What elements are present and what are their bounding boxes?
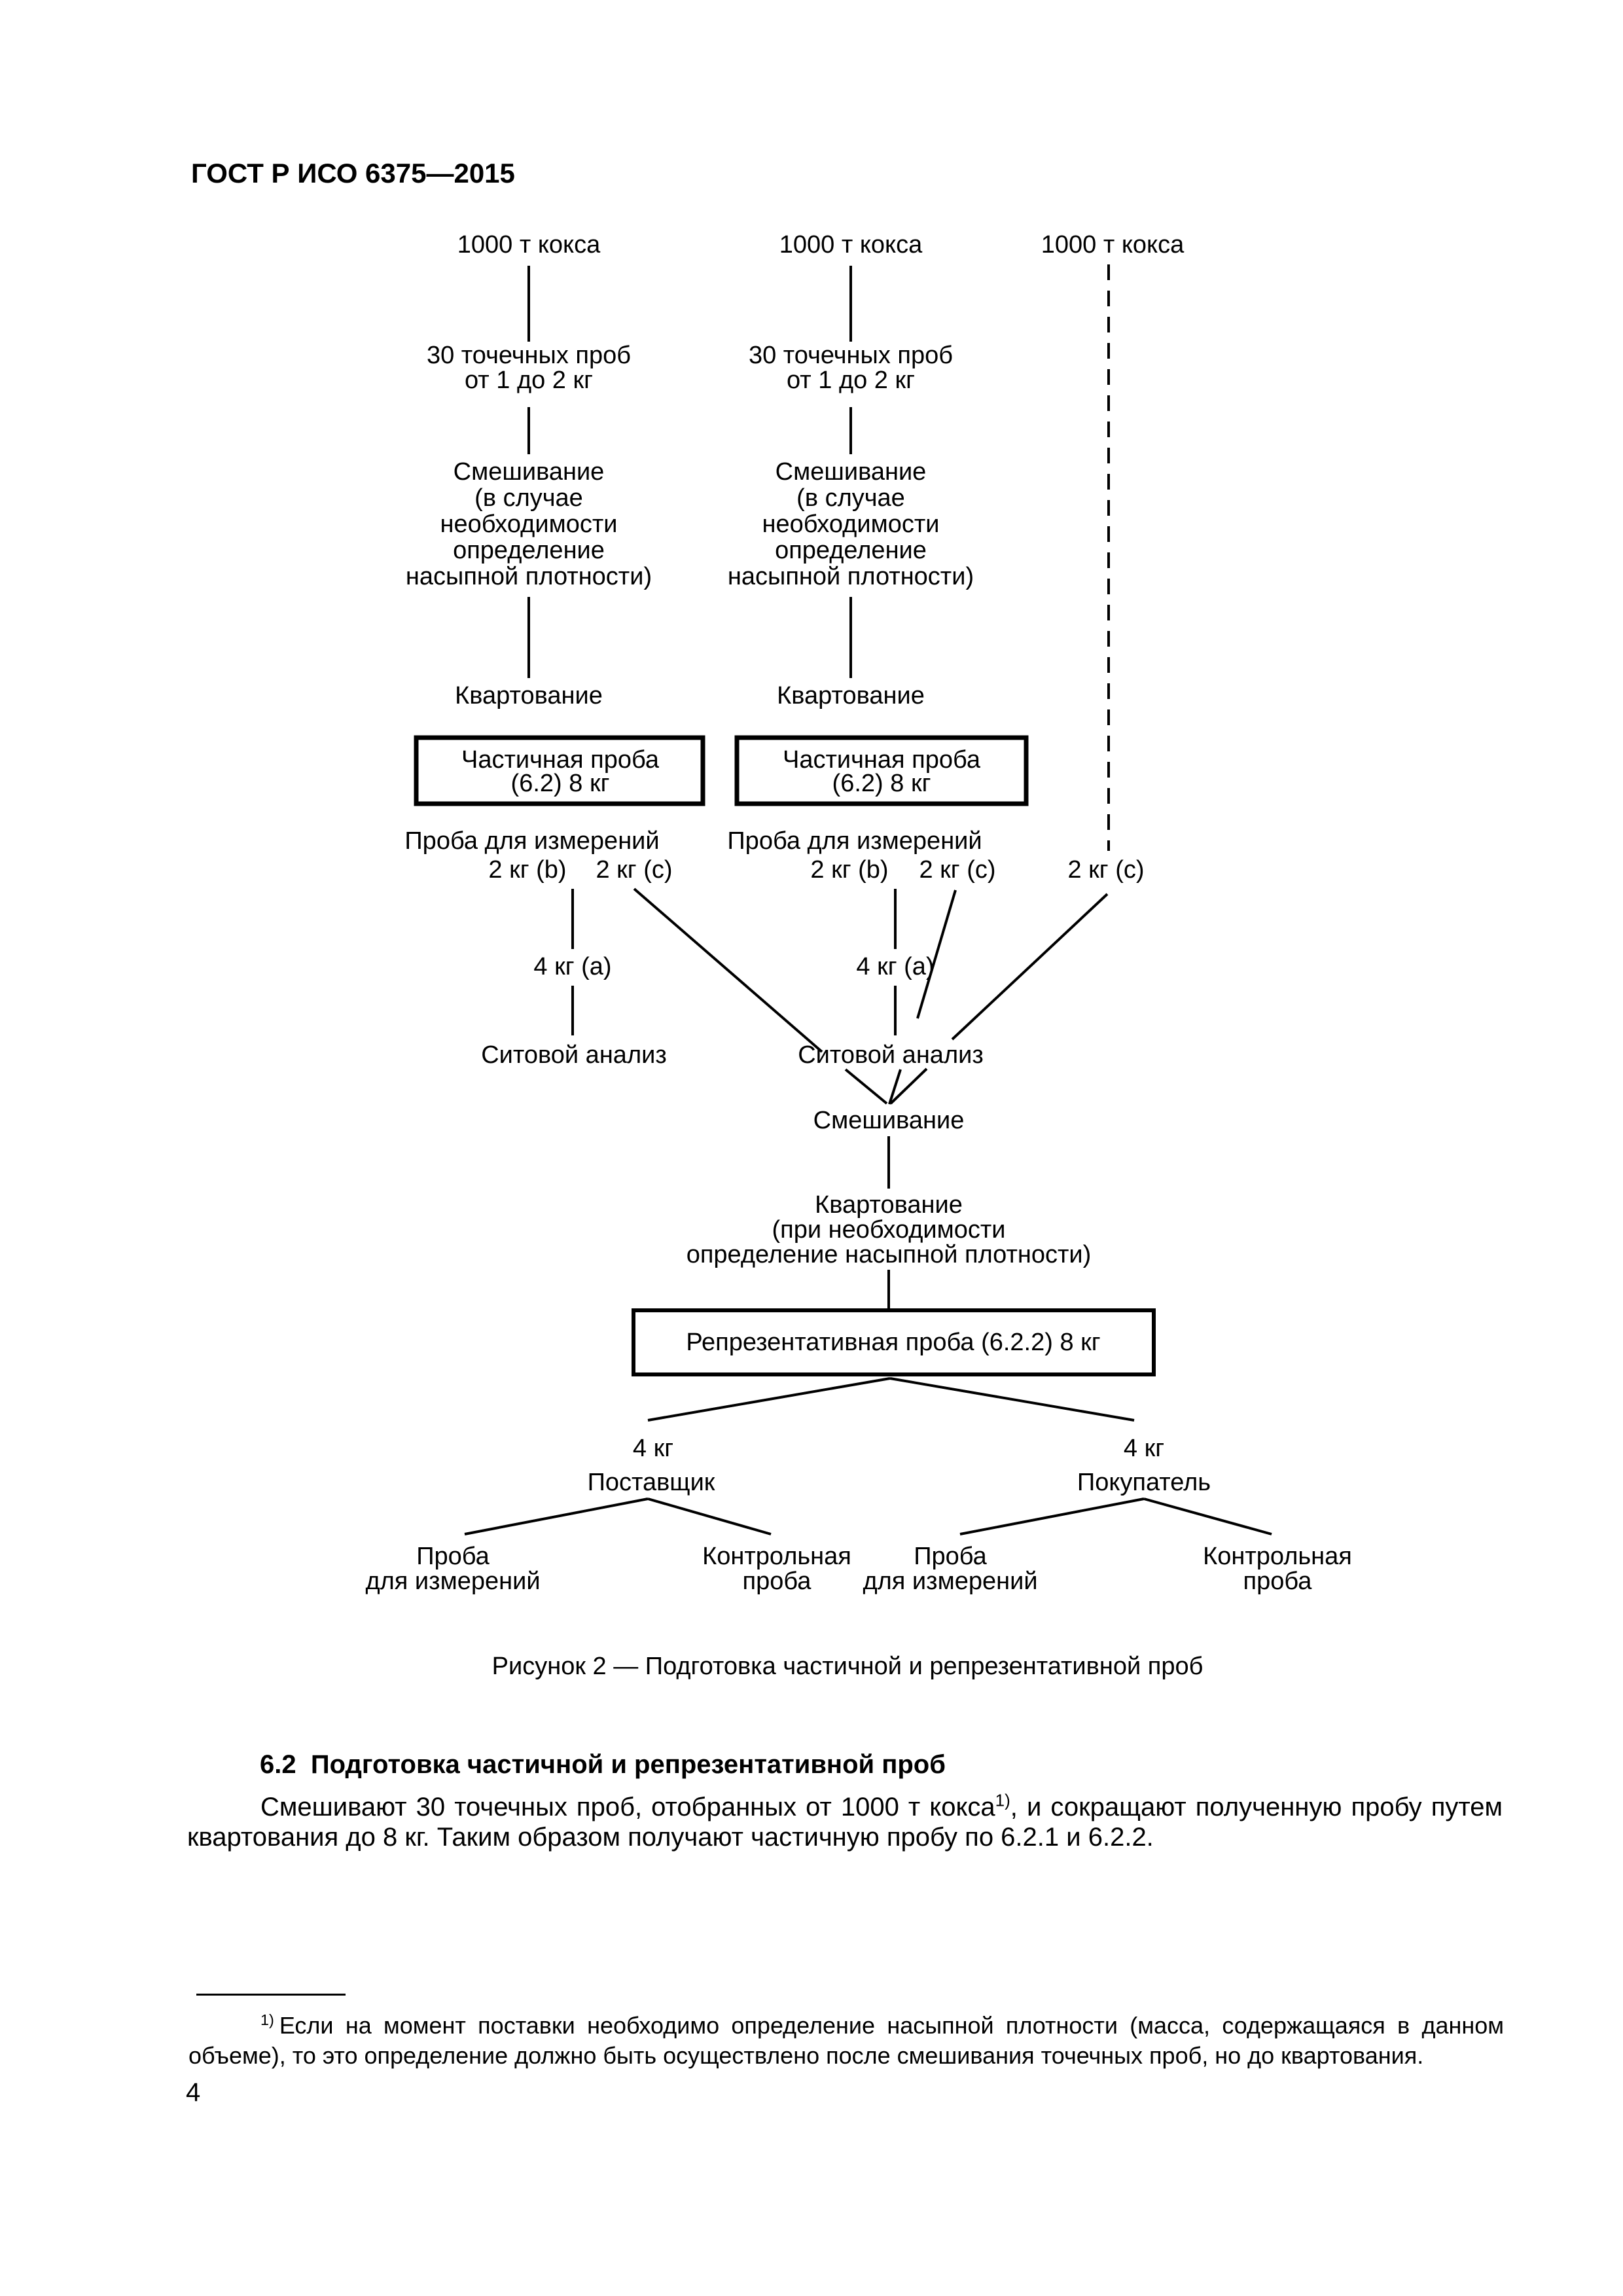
- c1-sample-a-label: 4 кг (a): [533, 953, 612, 980]
- c1-partial-box-label: Частичная проба (6.2) 8 кг: [461, 746, 660, 797]
- c1-sample-c-label: 2 кг (c): [596, 856, 673, 884]
- footnote-marker: 1): [260, 2011, 274, 2028]
- c2-diag-c1: [916, 889, 957, 1019]
- representative-sample-box: [632, 1308, 1156, 1376]
- footnote-rule: [196, 1994, 346, 1996]
- footnote-text: Если на момент поставки необходимо опред…: [188, 2012, 1504, 2069]
- partial-sample-box-2: [734, 735, 1029, 806]
- c1-diag-c1: [633, 888, 823, 1053]
- mass-left-label: 4 кг: [632, 1435, 674, 1462]
- supplier-control-sample-label: Контрольная проба: [702, 1543, 851, 1595]
- split-right: [889, 1377, 1135, 1422]
- section-paragraph: Смешивают 30 точечных проб, отобранных о…: [187, 1792, 1503, 1852]
- footnote: 1)Если на момент поставки необходимо опр…: [188, 2011, 1504, 2071]
- c2-diag-c2: [888, 1069, 902, 1105]
- c1-mixing-label: Смешивание (в случае необходимости опред…: [405, 458, 652, 590]
- c2-sieve-label: Ситовой анализ: [798, 1041, 984, 1069]
- supplier-label: Поставщик: [587, 1469, 715, 1496]
- c1-sieve-label: Ситовой анализ: [481, 1041, 667, 1069]
- page-header: ГОСТ Р ИСО 6375—2015: [191, 158, 515, 188]
- representative-box-label: Репрезентативная проба (6.2.2) 8 кг: [686, 1329, 1101, 1356]
- split-left: [647, 1377, 891, 1422]
- merge-mixing-label: Смешивание: [813, 1107, 965, 1134]
- buyer-split-right: [1143, 1498, 1272, 1535]
- c1-diag-c2: [844, 1068, 888, 1105]
- buyer-control-sample-label: Контрольная проба: [1203, 1543, 1352, 1595]
- c2-sample-c-label: 2 кг (c): [919, 856, 996, 884]
- c1-source-label: 1000 т кокса: [457, 231, 601, 259]
- paragraph-text-start: Смешивают 30 точечных проб, отобранных о…: [260, 1793, 995, 1821]
- c2-partial-box-label: Частичная проба (6.2) 8 кг: [782, 746, 981, 797]
- page-number: 4: [186, 2078, 201, 2107]
- mass-right-label: 4 кг: [1123, 1435, 1165, 1462]
- buyer-split-left: [959, 1498, 1145, 1535]
- c1-sample-b-label: 2 кг (b): [488, 856, 567, 884]
- c3-sample-c-label: 2 кг (c): [1067, 856, 1145, 884]
- merge-quartering-label: Квартование (при необходимости определен…: [686, 1191, 1092, 1268]
- c3-diag: [951, 893, 1109, 1041]
- supplier-split-right: [647, 1498, 772, 1535]
- c1-increments-label: 30 точечных проб от 1 до 2 кг: [426, 342, 632, 394]
- c2-measurement-label: Проба для измерений: [727, 827, 982, 855]
- buyer-measurement-sample-label: Проба для измерений: [863, 1543, 1038, 1595]
- buyer-label: Покупатель: [1077, 1469, 1211, 1496]
- paragraph-text-end: , и сокращают полученную пробу путем ква…: [187, 1793, 1503, 1852]
- c1-measurement-label: Проба для измерений: [404, 827, 660, 855]
- c2-mixing-label: Смешивание (в случае необходимости опред…: [727, 458, 974, 590]
- c2-source-label: 1000 т кокса: [779, 231, 923, 259]
- partial-sample-box-1: [414, 735, 705, 806]
- c3-diag-end: [889, 1067, 928, 1105]
- supplier-measurement-sample-label: Проба для измерений: [365, 1543, 541, 1595]
- c1-quartering-label: Квартование: [455, 682, 603, 709]
- figure-caption: Рисунок 2 — Подготовка частичной и репре…: [491, 1653, 1204, 1680]
- section-heading: 6.2 Подготовка частичной и репрезентатив…: [260, 1750, 946, 1779]
- c2-quartering-label: Квартование: [777, 682, 925, 709]
- c2-increments-label: 30 точечных проб от 1 до 2 кг: [748, 342, 954, 394]
- c3-source-label: 1000 т кокса: [1041, 231, 1185, 259]
- supplier-split-left: [464, 1498, 649, 1535]
- c2-sample-b-label: 2 кг (b): [810, 856, 889, 884]
- c2-sample-a-label: 4 кг (a): [856, 953, 935, 980]
- footnote-reference: 1): [995, 1790, 1010, 1810]
